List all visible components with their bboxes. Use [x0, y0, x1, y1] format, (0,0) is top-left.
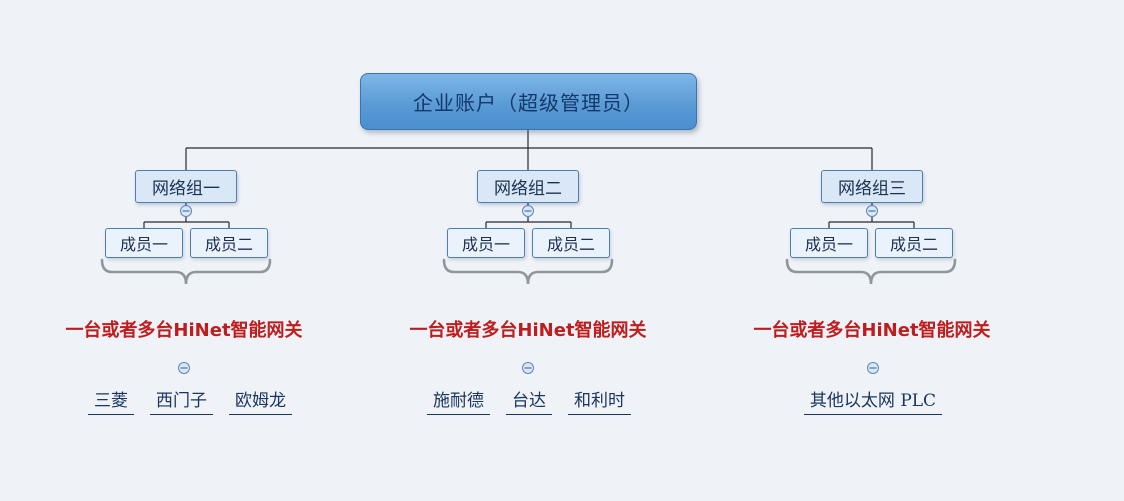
member-node[interactable]: 成员一 — [790, 228, 868, 258]
member-node[interactable]: 成员二 — [190, 228, 268, 258]
brand-item[interactable]: 其他以太网 PLC — [803, 386, 943, 415]
gateway-caption[interactable]: 一台或者多台HiNet智能网关 — [65, 320, 303, 341]
group-node-1[interactable]: 网络组一 — [135, 170, 237, 203]
brand-item[interactable]: 台达 — [506, 386, 552, 415]
brand-list-3: 其他以太网 PLC — [713, 386, 1033, 416]
brand-list-1: 三菱 西门子 欧姆龙 — [30, 386, 350, 416]
group-node-3[interactable]: 网络组三 — [821, 170, 923, 203]
brand-item[interactable]: 三菱 — [88, 386, 134, 415]
collapse-icon[interactable] — [180, 205, 192, 217]
collapse-icon[interactable] — [866, 205, 878, 217]
brace — [785, 258, 957, 285]
brand-item[interactable]: 和利时 — [568, 386, 631, 415]
collapse-icon[interactable] — [522, 205, 534, 217]
gateway-caption[interactable]: 一台或者多台HiNet智能网关 — [409, 320, 647, 341]
brand-item[interactable]: 欧姆龙 — [229, 386, 292, 415]
brand-item[interactable]: 西门子 — [150, 386, 213, 415]
connector-lines — [185, 130, 873, 170]
brace — [100, 258, 272, 285]
brace — [442, 258, 614, 285]
member-node[interactable]: 成员一 — [105, 228, 183, 258]
group-node-2[interactable]: 网络组二 — [477, 170, 579, 203]
member-node[interactable]: 成员二 — [532, 228, 610, 258]
collapse-icon[interactable] — [522, 362, 534, 374]
member-node[interactable]: 成员一 — [447, 228, 525, 258]
brand-list-2: 施耐德 台达 和利时 — [369, 386, 689, 416]
root-node[interactable]: 企业账户（超级管理员） — [360, 73, 697, 130]
collapse-icon[interactable] — [178, 362, 190, 374]
gateway-caption[interactable]: 一台或者多台HiNet智能网关 — [753, 320, 991, 341]
brand-item[interactable]: 施耐德 — [427, 386, 490, 415]
collapse-icon[interactable] — [867, 362, 879, 374]
member-node[interactable]: 成员二 — [875, 228, 953, 258]
